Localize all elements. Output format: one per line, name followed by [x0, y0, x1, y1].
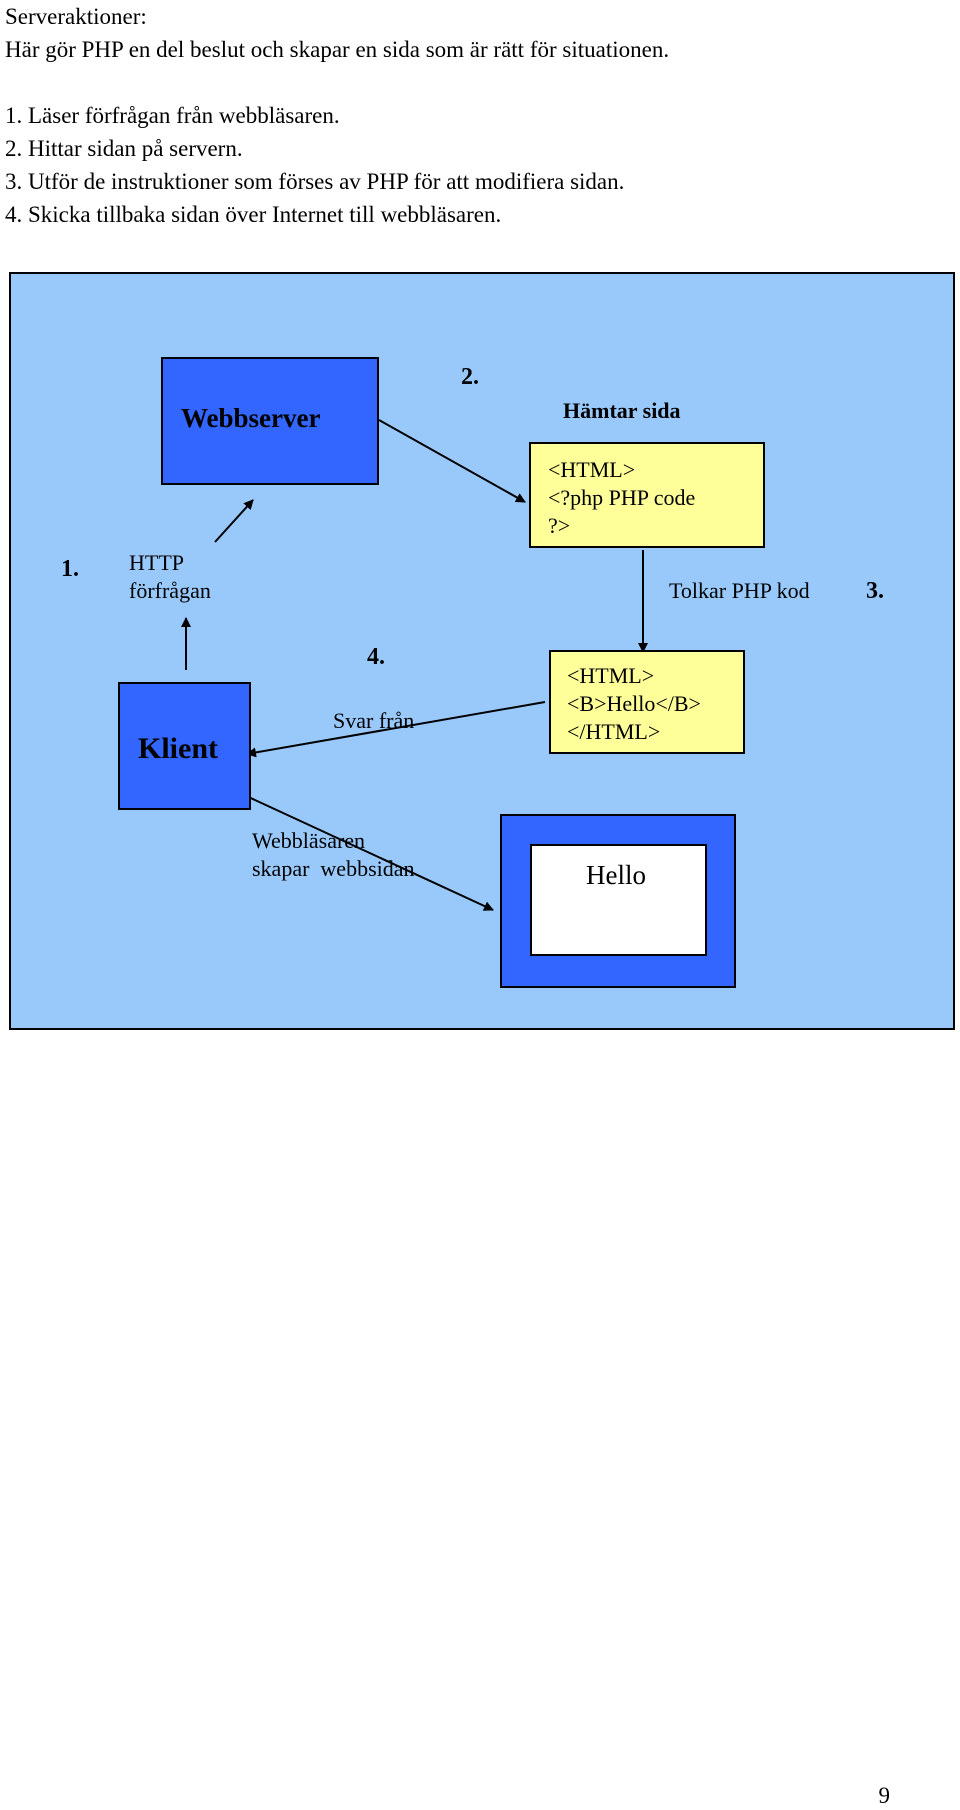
step-item: 4. Skicka tillbaka sidan över Internet t…: [5, 202, 502, 227]
rendered-page: Hello: [530, 844, 707, 956]
code-line: <B>Hello</B>: [567, 691, 701, 716]
step-item: 3. Utför de instruktioner som förses av …: [5, 169, 625, 194]
diagram-arrows: [181, 419, 648, 911]
client-label: Klient: [138, 732, 218, 765]
fetch-page-label: Hämtar sida: [563, 398, 681, 423]
webserver-box: Webbserver: [161, 357, 379, 485]
intro-description: Här gör PHP en del beslut och skapar en …: [5, 37, 670, 62]
step-3-number: 3.: [866, 578, 884, 604]
step-item: 1. Läser förfrågan från webbläsaren.: [5, 103, 340, 128]
php-source-box: <HTML> <?php PHP code ?>: [529, 442, 765, 548]
arrow-request-to-server: [214, 499, 254, 543]
code-line: ?>: [548, 513, 571, 538]
intro-text: Serveraktioner: Här gör PHP en del beslu…: [5, 0, 945, 231]
webserver-label: Webbserver: [181, 403, 321, 433]
step-2-number: 2.: [461, 364, 479, 390]
html-output-box: <HTML> <B>Hello</B> </HTML>: [549, 650, 745, 754]
http-request-line: HTTP: [129, 550, 184, 575]
step-4-number: 4.: [367, 644, 385, 670]
browser-label-line: Webbläsaren: [252, 828, 366, 853]
arrow-server-to-php: [378, 419, 526, 503]
rendered-page-text: Hello: [586, 860, 646, 890]
browser-window: Hello: [500, 814, 736, 988]
interpret-php-label: Tolkar PHP kod: [669, 578, 810, 603]
arrow-response-to-client: [246, 701, 546, 758]
step-1-number: 1.: [61, 556, 79, 582]
client-box: Klient: [118, 682, 251, 810]
step-item: 2. Hittar sidan på servern.: [5, 136, 243, 161]
arrow-client-to-browser: [202, 775, 494, 911]
page-number: 9: [878, 1783, 891, 1808]
http-request-line: förfrågan: [129, 578, 211, 603]
browser-label-line: skapar webbsidan: [252, 856, 415, 881]
intro-heading: Serveraktioner:: [5, 4, 147, 29]
php-request-diagram: Webbserver 2. Hämtar sida <HTML> <?php P…: [9, 272, 955, 1030]
code-line: <?php PHP code: [548, 485, 696, 510]
code-line: <HTML>: [548, 457, 636, 482]
code-line: <HTML>: [567, 663, 655, 688]
response-label: Svar från: [333, 708, 415, 733]
code-line: </HTML>: [567, 719, 661, 744]
